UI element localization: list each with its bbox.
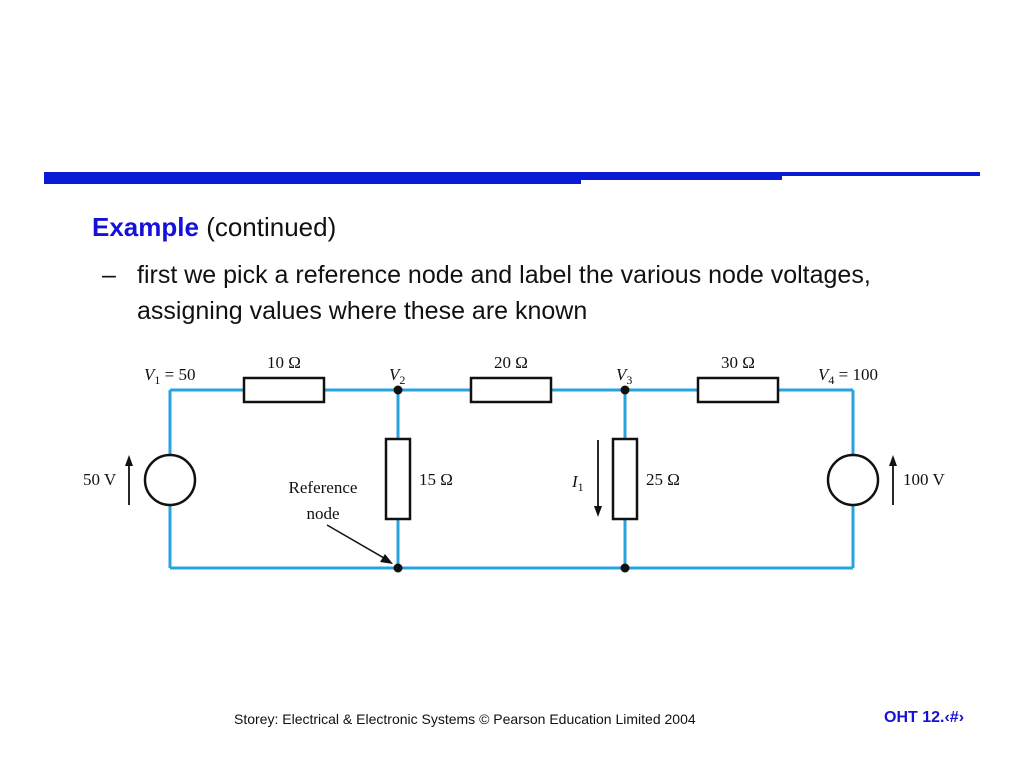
source-arrow-left bbox=[125, 455, 133, 505]
node-label-v3: V3 bbox=[616, 365, 632, 387]
node-label-v1: V1 = 50 bbox=[144, 365, 195, 387]
header-rule-thick bbox=[44, 178, 581, 184]
node-label-v4: V4 = 100 bbox=[818, 365, 878, 387]
circuit-wires bbox=[168, 388, 855, 570]
label-15-ohm: 15 Ω bbox=[419, 470, 453, 489]
label-current-i1: I1 bbox=[571, 472, 584, 494]
label-30-ohm: 30 Ω bbox=[721, 353, 755, 372]
bullet-text: first we pick a reference node and label… bbox=[137, 261, 871, 325]
junction-dot-v2 bbox=[393, 385, 403, 395]
junction-dot-reference bbox=[393, 563, 403, 573]
label-10-ohm: 10 Ω bbox=[267, 353, 301, 372]
label-reference: Reference bbox=[289, 478, 358, 497]
heading-emphasis: Example bbox=[92, 212, 199, 242]
label-25-ohm: 25 Ω bbox=[646, 470, 680, 489]
resistor-25-ohm bbox=[611, 437, 639, 521]
node-label-v2: V2 bbox=[389, 365, 405, 387]
resistor-30-ohm bbox=[696, 376, 780, 404]
resistor-10-ohm bbox=[242, 376, 326, 404]
footer-citation: Storey: Electrical & Electronic Systems … bbox=[234, 711, 696, 727]
voltage-source-right bbox=[826, 453, 880, 507]
label-source-50v: 50 V bbox=[83, 470, 117, 489]
slide-heading: Example (continued) bbox=[92, 212, 336, 243]
resistor-15-ohm bbox=[384, 437, 412, 521]
resistor-20-ohm bbox=[469, 376, 553, 404]
voltage-source-left bbox=[143, 453, 197, 507]
slide-number: OHT 12.‹#› bbox=[884, 709, 965, 726]
bullet-dash: – bbox=[102, 261, 116, 289]
junction-dot-bottom bbox=[620, 563, 630, 573]
header-rule-medium bbox=[44, 175, 782, 180]
source-arrow-right bbox=[889, 455, 897, 505]
label-20-ohm: 20 Ω bbox=[494, 353, 528, 372]
label-source-100v: 100 V bbox=[903, 470, 945, 489]
junction-dot-v3 bbox=[620, 385, 630, 395]
label-reference-node: node bbox=[306, 504, 339, 523]
current-arrow bbox=[594, 440, 602, 517]
reference-pointer-arrow bbox=[326, 524, 393, 564]
heading-rest: (continued) bbox=[206, 212, 337, 242]
header-rule-thin bbox=[44, 172, 980, 176]
